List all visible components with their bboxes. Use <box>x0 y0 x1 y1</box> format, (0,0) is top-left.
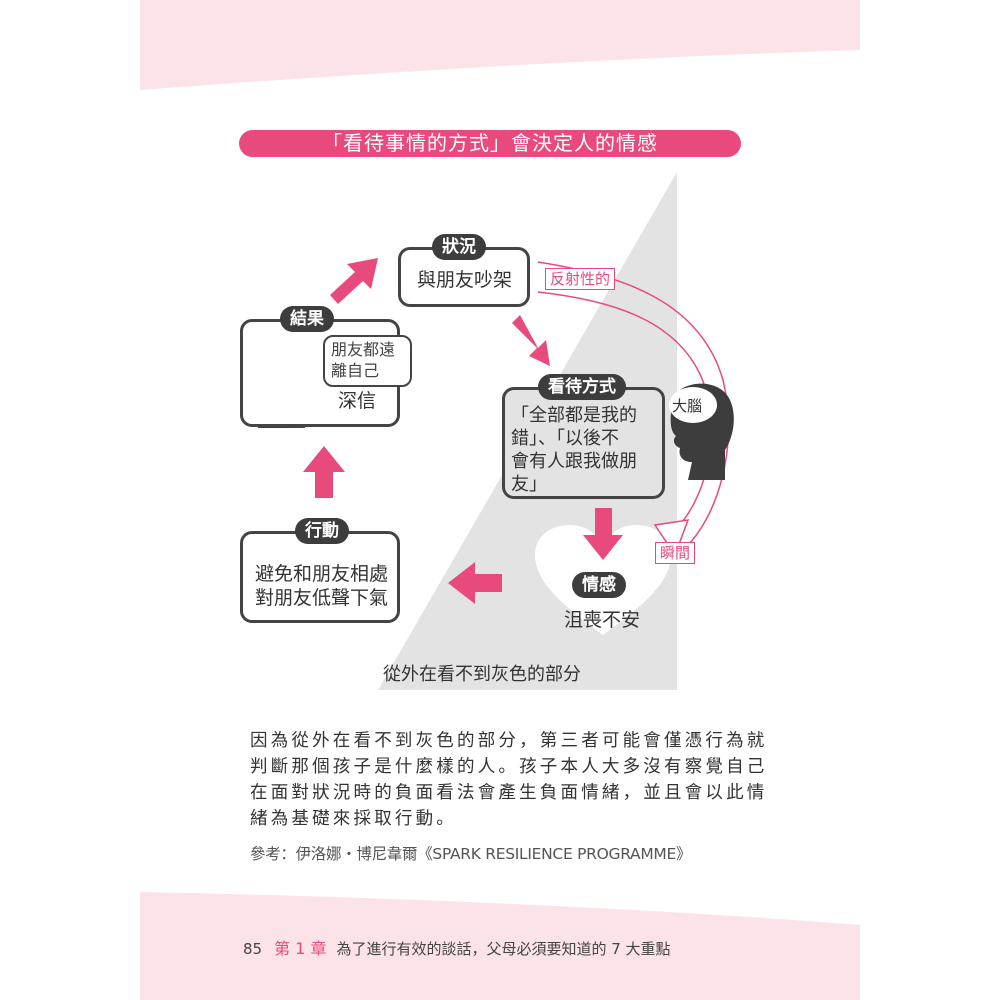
arrow-emotion-to-action <box>448 562 502 604</box>
perspective-tag: 看待方式 <box>538 374 626 400</box>
reflexive-label: 反射性的 <box>545 268 616 290</box>
situation-tag: 狀況 <box>432 234 486 260</box>
situation-box: 與朋友吵架 <box>398 247 530 307</box>
action-tag: 行動 <box>295 518 349 544</box>
page-footer: 85 第 1 章為了進行有效的談話，父母必須要知道的 7 大重點 <box>243 935 671 959</box>
section-title-banner: 「看待事情的方式」會決定人的情感 <box>239 130 741 157</box>
reference-citation: 參考：伊洛娜・博尼韋爾《SPARK RESILIENCE PROGRAMME》 <box>250 845 692 863</box>
gray-area-caption: 從外在看不到灰色的部分 <box>383 664 581 685</box>
arrow-perspective-to-emotion <box>583 508 623 560</box>
action-text: 避免和朋友相處 對朋友低聲下氣 <box>255 562 388 610</box>
perspective-line-3: 會有人跟我做朋 <box>511 451 637 472</box>
bubble-line-1: 朋友都遠 <box>331 340 396 359</box>
page-number: 85 <box>243 940 263 958</box>
chapter-label: 第 1 章 <box>274 939 327 958</box>
chapter-title: 為了進行有效的談話，父母必須要知道的 7 大重點 <box>336 940 671 958</box>
brain-shape <box>669 387 717 423</box>
perspective-line-2: 錯」、「以後不 <box>511 428 619 449</box>
result-tag: 結果 <box>280 306 334 332</box>
perspective-text: 「全部都是我的 錯」、「以後不 會有人跟我做朋 友」 <box>511 404 637 496</box>
body-paragraph: 因為從外在看不到灰色的部分，第三者可能會僅憑行為就判斷那個孩子是什麼樣的人。孩子… <box>250 731 768 829</box>
result-thought-bubble: 朋友都遠 離自己 <box>323 335 412 387</box>
instant-label: 瞬間 <box>655 542 696 564</box>
perspective-box: 「全部都是我的 錯」、「以後不 會有人跟我做朋 友」 <box>502 387 665 499</box>
action-line-1: 避免和朋友相處 <box>255 563 389 585</box>
bubble-line-2: 離自己 <box>331 361 380 380</box>
result-text: 深信 <box>338 390 377 412</box>
perspective-line-1: 「全部都是我的 <box>511 405 637 426</box>
perspective-line-4: 友」 <box>511 474 547 495</box>
arrow-action-to-result <box>303 446 345 498</box>
emotion-tag: 情感 <box>572 572 626 598</box>
action-box: 避免和朋友相處 對朋友低聲下氣 <box>240 531 400 623</box>
action-line-2: 對朋友低聲下氣 <box>255 587 389 609</box>
book-page: 「看待事情的方式」會決定人的情感 與朋 <box>140 0 860 1000</box>
arrow-result-to-situation <box>330 258 378 304</box>
emotion-text: 沮喪不安 <box>564 609 641 631</box>
situation-text: 與朋友吵架 <box>417 269 513 291</box>
page-decoration-waves <box>140 0 860 1000</box>
brain-label: 大腦 <box>672 397 703 415</box>
arrow-situation-to-perspective <box>512 315 550 366</box>
